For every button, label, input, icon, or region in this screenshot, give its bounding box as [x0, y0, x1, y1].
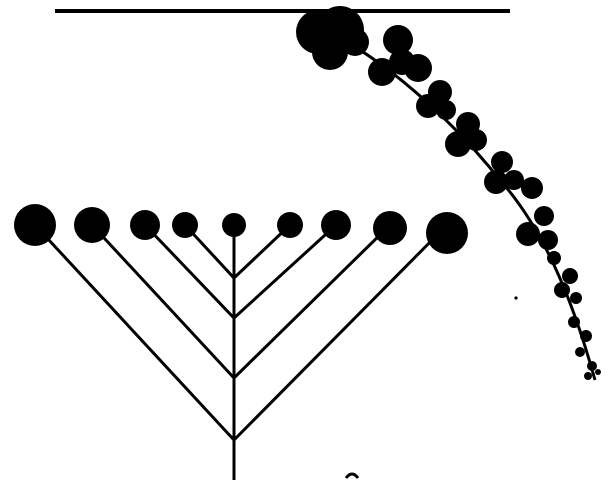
bead [534, 206, 554, 226]
bead [570, 292, 582, 304]
bead-chain-thread [330, 32, 595, 380]
bead [341, 28, 369, 56]
tip-3 [130, 210, 160, 240]
bead [504, 170, 524, 190]
bead [404, 54, 432, 82]
bead [538, 230, 558, 250]
tip-2 [74, 207, 110, 243]
bead [580, 330, 592, 342]
bead [587, 361, 597, 371]
tip-4 [172, 212, 198, 238]
tip-5 [222, 213, 246, 237]
bead [521, 177, 543, 199]
tip-1 [14, 204, 56, 246]
bead [568, 316, 580, 328]
bead [562, 268, 578, 284]
bottom-fragment [346, 474, 358, 478]
tip-8 [373, 211, 407, 245]
bead [554, 282, 570, 298]
tip-6 [277, 212, 303, 238]
candelabra-diagram [35, 225, 447, 480]
bead-chain [296, 6, 601, 380]
bead [547, 251, 561, 265]
bead [491, 151, 513, 173]
bead [416, 94, 440, 118]
branch-pair-4 [35, 225, 447, 440]
bead [368, 58, 396, 86]
bead [595, 369, 601, 375]
branch-pair-3 [92, 225, 390, 378]
bead [584, 372, 592, 380]
tip-9 [426, 212, 468, 254]
bead [575, 347, 585, 357]
ink-speck [514, 296, 517, 299]
tip-7 [321, 210, 351, 240]
branch-tips [14, 204, 468, 254]
bead [436, 100, 456, 120]
bead [465, 129, 487, 151]
bead [516, 222, 540, 246]
